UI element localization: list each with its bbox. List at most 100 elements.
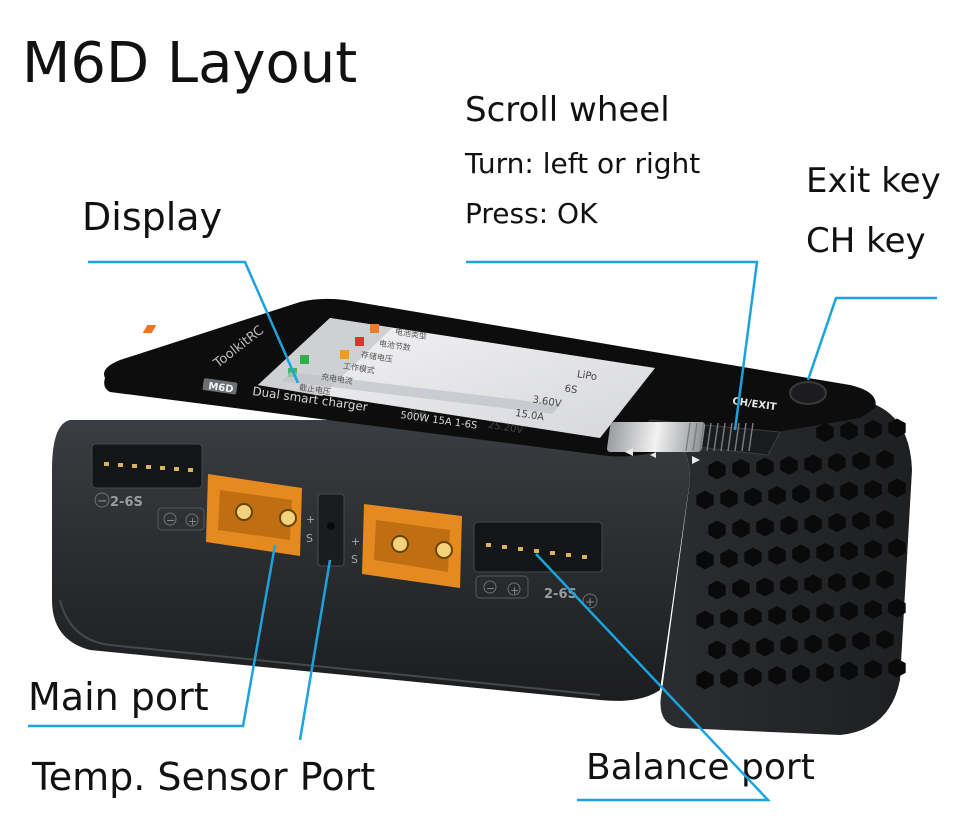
vent-hole [732, 459, 750, 478]
screen-value-1: LiPo [576, 369, 598, 383]
model-badge-bg [202, 378, 238, 395]
vent-hole [864, 540, 882, 559]
vent-hole [852, 571, 870, 591]
main-port-right[interactable] [362, 504, 462, 588]
temp-sensor-port[interactable]: + S + S [306, 493, 360, 567]
callout-line-ch-exit [806, 296, 937, 381]
screen-value-3: 3.60V [532, 395, 563, 410]
label-balance-port: Balance port [586, 747, 815, 788]
vent-hole [816, 483, 834, 502]
svg-text:+: + [585, 595, 595, 609]
vent-hole [888, 658, 906, 678]
vent-hole [708, 640, 726, 660]
menu-icon-orange-1 [370, 324, 379, 333]
callout-line-main-port [28, 544, 277, 728]
vent-hole [768, 546, 786, 565]
balance-port-right[interactable] [473, 521, 603, 573]
vent-hole [708, 520, 726, 540]
screen-menu-7: 开 始 [408, 407, 428, 420]
vent-hole [816, 603, 834, 622]
vent-hole [780, 576, 798, 595]
vent-hole [744, 487, 762, 507]
label-scroll-wheel: Scroll wheel [465, 90, 670, 130]
callout-line-balance-port [535, 553, 771, 802]
svg-text:+: + [351, 535, 360, 548]
svg-text:+: + [306, 513, 315, 526]
vent-hole [828, 513, 846, 532]
svg-text:S: S [351, 553, 358, 566]
ch-exit-key[interactable] [789, 381, 827, 405]
vent-hole [828, 453, 846, 472]
vent-hole [792, 664, 810, 684]
callout-lines [28, 260, 937, 802]
vent-hole [780, 516, 798, 535]
label-scroll-turn: Turn: left or right [465, 147, 701, 180]
vent-hole [804, 514, 822, 534]
vent-hole [888, 478, 906, 498]
vent-hole [840, 421, 858, 441]
label-ch-key: CH key [806, 221, 926, 261]
vent-hole [852, 631, 870, 651]
balance-port-left[interactable] [91, 443, 203, 489]
vent-hole [876, 450, 894, 469]
menu-icon-red [355, 337, 364, 346]
svg-text:+: + [510, 584, 519, 597]
vent-hole [696, 670, 714, 690]
polarity-left: − − + [94, 492, 205, 531]
label-display: Display [82, 195, 223, 239]
vent-hole [744, 607, 762, 627]
balance-left-label: 2-6S [110, 495, 143, 510]
vent-hole [888, 418, 906, 438]
wheel-arrows-icon [625, 448, 700, 464]
vent-hole [768, 666, 786, 685]
callout-line-display [88, 260, 300, 384]
vent-hole [720, 609, 738, 628]
vent-hole [756, 637, 774, 657]
vent-hole [852, 451, 870, 471]
vent-hole [696, 550, 714, 570]
vent-hole [768, 606, 786, 625]
vent-hole [732, 579, 750, 598]
page-title: M6D Layout [22, 31, 358, 96]
scroll-wheel[interactable] [606, 419, 781, 464]
svg-text:S: S [306, 532, 313, 545]
vent-hole [816, 663, 834, 682]
vent-hole [876, 630, 894, 649]
label-exit-key: Exit key [806, 161, 941, 201]
device-side-face [640, 400, 912, 735]
vent-hole [864, 600, 882, 619]
vent-hole [792, 484, 810, 504]
vent-hole [732, 519, 750, 538]
svg-text:−: − [166, 514, 175, 527]
vent-hole [804, 454, 822, 474]
vent-hole [828, 633, 846, 652]
vent-hole [720, 669, 738, 688]
vent-hole [804, 574, 822, 594]
screen-menu-5: 充电电流 [320, 371, 353, 386]
vent-hole [780, 636, 798, 655]
vent-hole [756, 517, 774, 537]
vent-hole [864, 660, 882, 679]
polarity-right: − + + [475, 575, 598, 609]
vent-hole [888, 538, 906, 558]
vent-hole [840, 541, 858, 561]
vent-hole [708, 580, 726, 600]
vent-hole [708, 460, 726, 480]
svg-text:−: − [486, 582, 495, 595]
screen-value-2: 6S [564, 383, 578, 396]
vent-hole [744, 547, 762, 567]
vent-hole [840, 481, 858, 501]
vent-hole [804, 634, 822, 654]
callout-line-scroll-wheel [466, 260, 759, 431]
vent-hole [876, 570, 894, 589]
screen-menu-6: 截止电压 [298, 382, 331, 397]
vent-hole [864, 480, 882, 499]
screen-menu-2: 电池节数 [378, 338, 411, 353]
vent-hole [732, 639, 750, 658]
screen-menu-1: 电池类型 [394, 326, 427, 341]
main-port-left[interactable] [206, 474, 302, 556]
vent-hole [876, 510, 894, 529]
label-main-port: Main port [28, 675, 209, 719]
balance-right-label: 2-6S [544, 587, 577, 602]
vent-hole [840, 601, 858, 621]
